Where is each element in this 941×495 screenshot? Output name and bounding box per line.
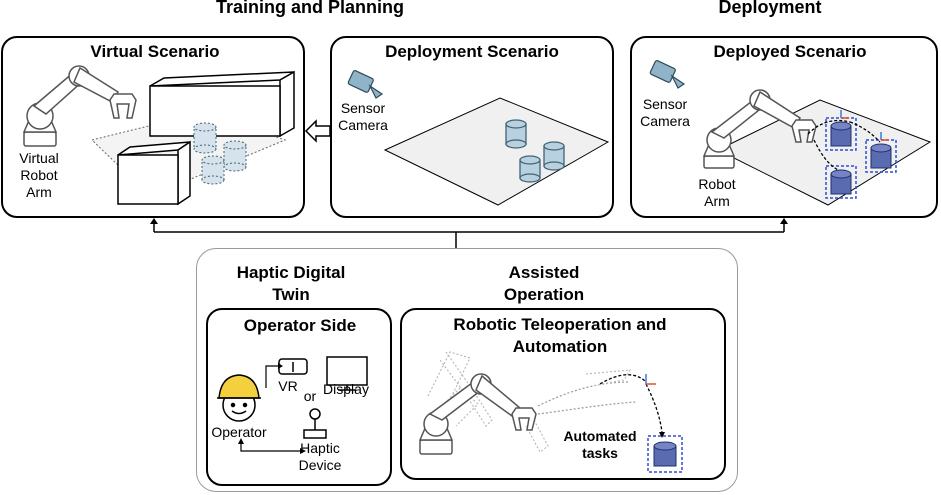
or-label: or	[303, 388, 317, 404]
deployed-scenario-title: Deployed Scenario	[713, 42, 867, 61]
sensor-camera-icon	[347, 70, 384, 99]
virtual-box-small	[117, 140, 191, 206]
deployment-heading: Deployment	[718, 0, 822, 17]
display-label: Display	[323, 381, 369, 397]
virtual-scenario-title: Virtual Scenario	[90, 42, 220, 61]
operator-side-title: Operator Side	[243, 316, 357, 335]
operator-label: Operator	[211, 424, 267, 440]
automated-target	[647, 435, 683, 473]
cylinder-object-icon	[505, 119, 565, 183]
vr-headset-icon	[278, 358, 308, 375]
deployed-robot-arm-icon	[702, 89, 817, 169]
virtual-box-large	[149, 70, 295, 138]
virtual-robot-arm-icon	[22, 65, 137, 147]
training-planning-heading: Training and Planning	[215, 0, 404, 17]
deployment-scenario-title: Deployment Scenario	[385, 42, 559, 61]
deployed-targets	[807, 110, 897, 199]
virtual-cylinders	[193, 122, 247, 185]
display-monitor-icon	[326, 356, 368, 391]
joystick-icon	[303, 408, 327, 439]
vr-label: VR	[278, 378, 298, 394]
operator-icon	[217, 374, 261, 422]
deployed-camera-icon	[649, 60, 686, 89]
teleop-robot-arm-icon	[418, 373, 537, 455]
